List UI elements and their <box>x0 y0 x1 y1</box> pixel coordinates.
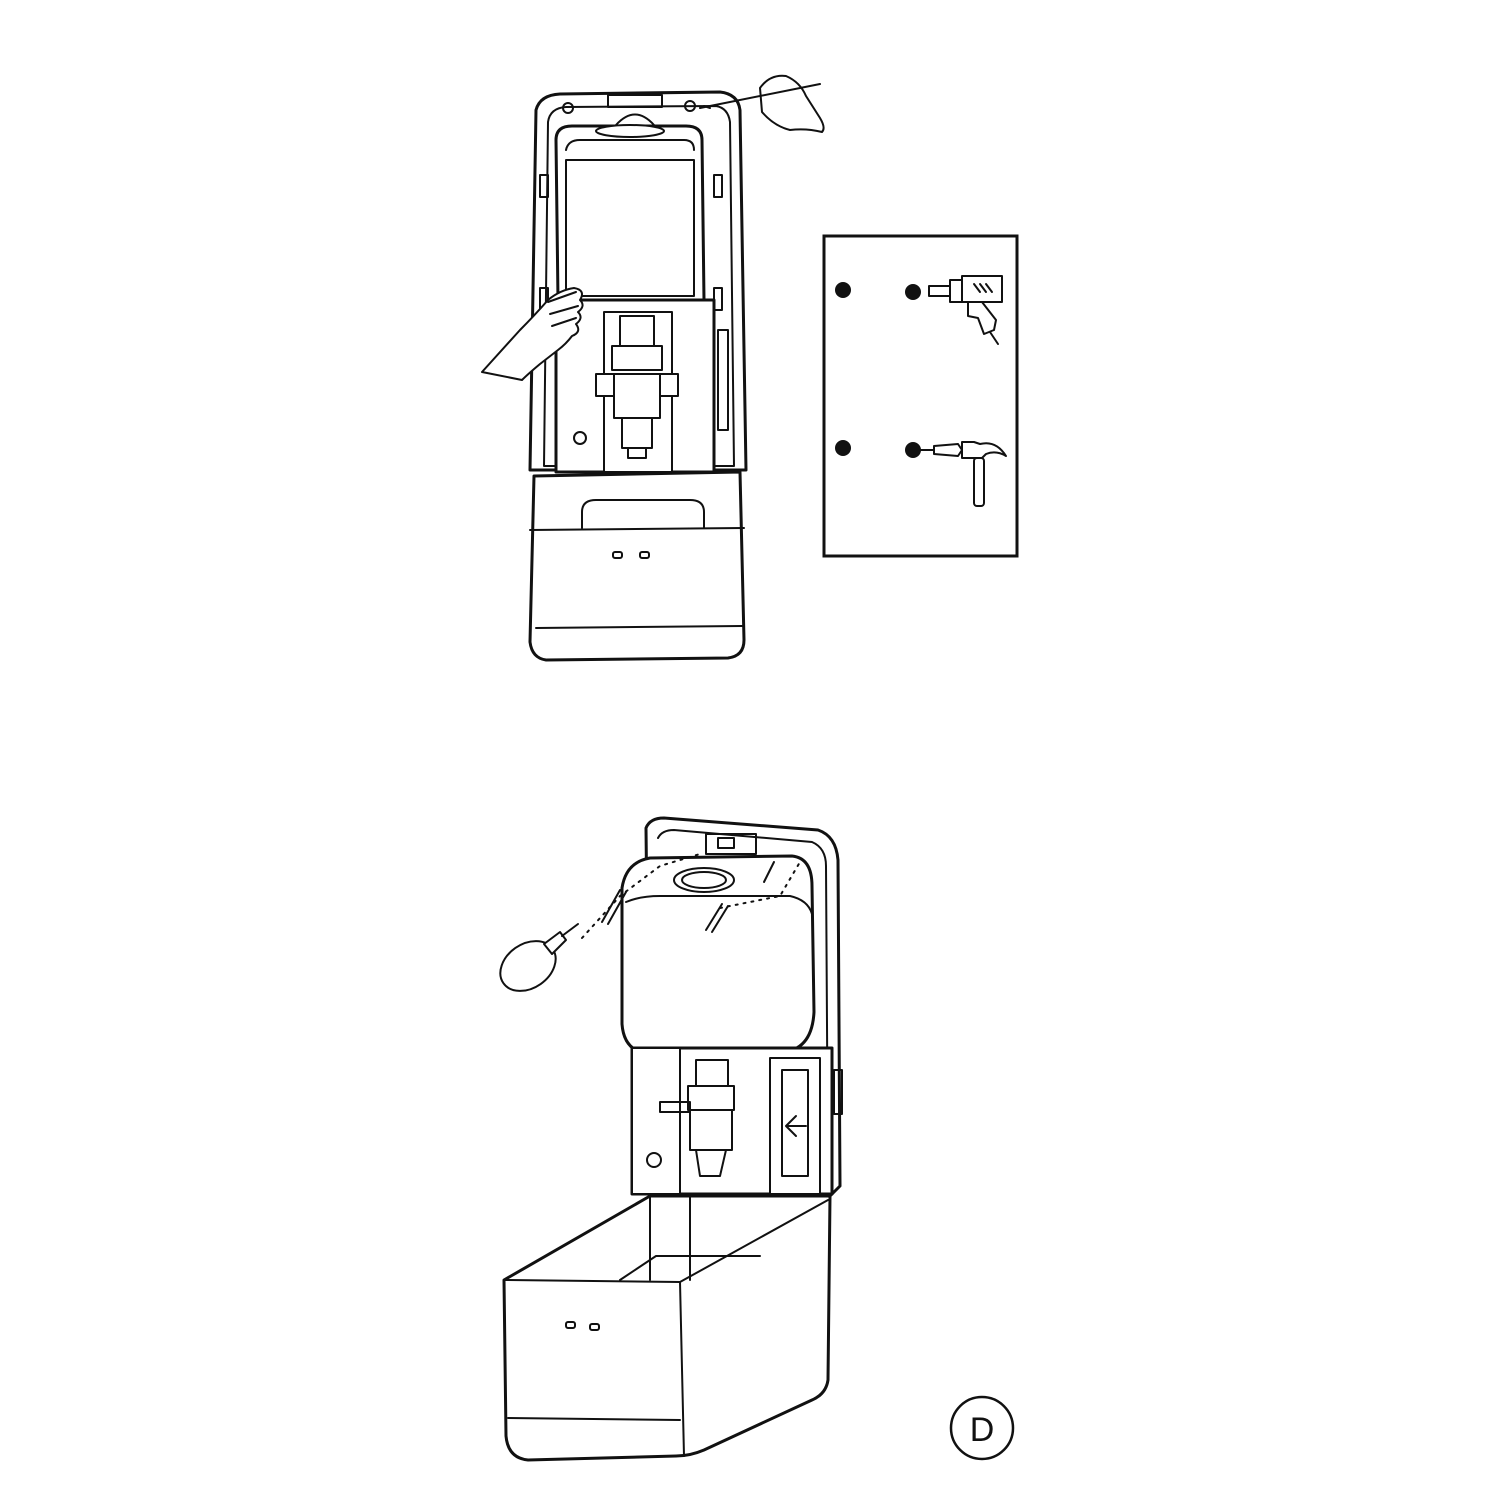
step-label: D <box>970 1411 995 1449</box>
sensor-window-right <box>589 1323 600 1331</box>
hand-holding-cover-icon <box>481 287 584 381</box>
drill-icon <box>928 275 1003 345</box>
base-tray <box>528 470 746 662</box>
screw-icon <box>601 861 775 933</box>
hand-with-pencil-icon <box>699 74 825 133</box>
base-tray <box>502 1194 832 1462</box>
wall-hole-marker <box>905 284 921 300</box>
arrow-left-icon <box>785 1115 807 1137</box>
wall-hole-marker <box>835 282 851 298</box>
sensor-window-left <box>612 551 623 559</box>
bottom-dispenser-illustration <box>499 816 843 1462</box>
step-label-badge: D <box>949 1395 1015 1461</box>
hammer-icon <box>920 441 1007 507</box>
sensor-window-right <box>639 551 650 559</box>
sensor-window-left <box>565 1321 576 1329</box>
wall-drill-inset <box>822 234 1019 558</box>
screwdriver-icon <box>499 923 579 992</box>
keyhole-left <box>562 102 574 114</box>
wall-hole-marker <box>905 442 921 458</box>
arrow-window <box>781 1069 809 1177</box>
wall-hole-marker <box>835 440 851 456</box>
top-dispenser-illustration <box>481 74 825 662</box>
soap-bottle <box>554 124 706 302</box>
keyhole-right <box>684 100 696 112</box>
